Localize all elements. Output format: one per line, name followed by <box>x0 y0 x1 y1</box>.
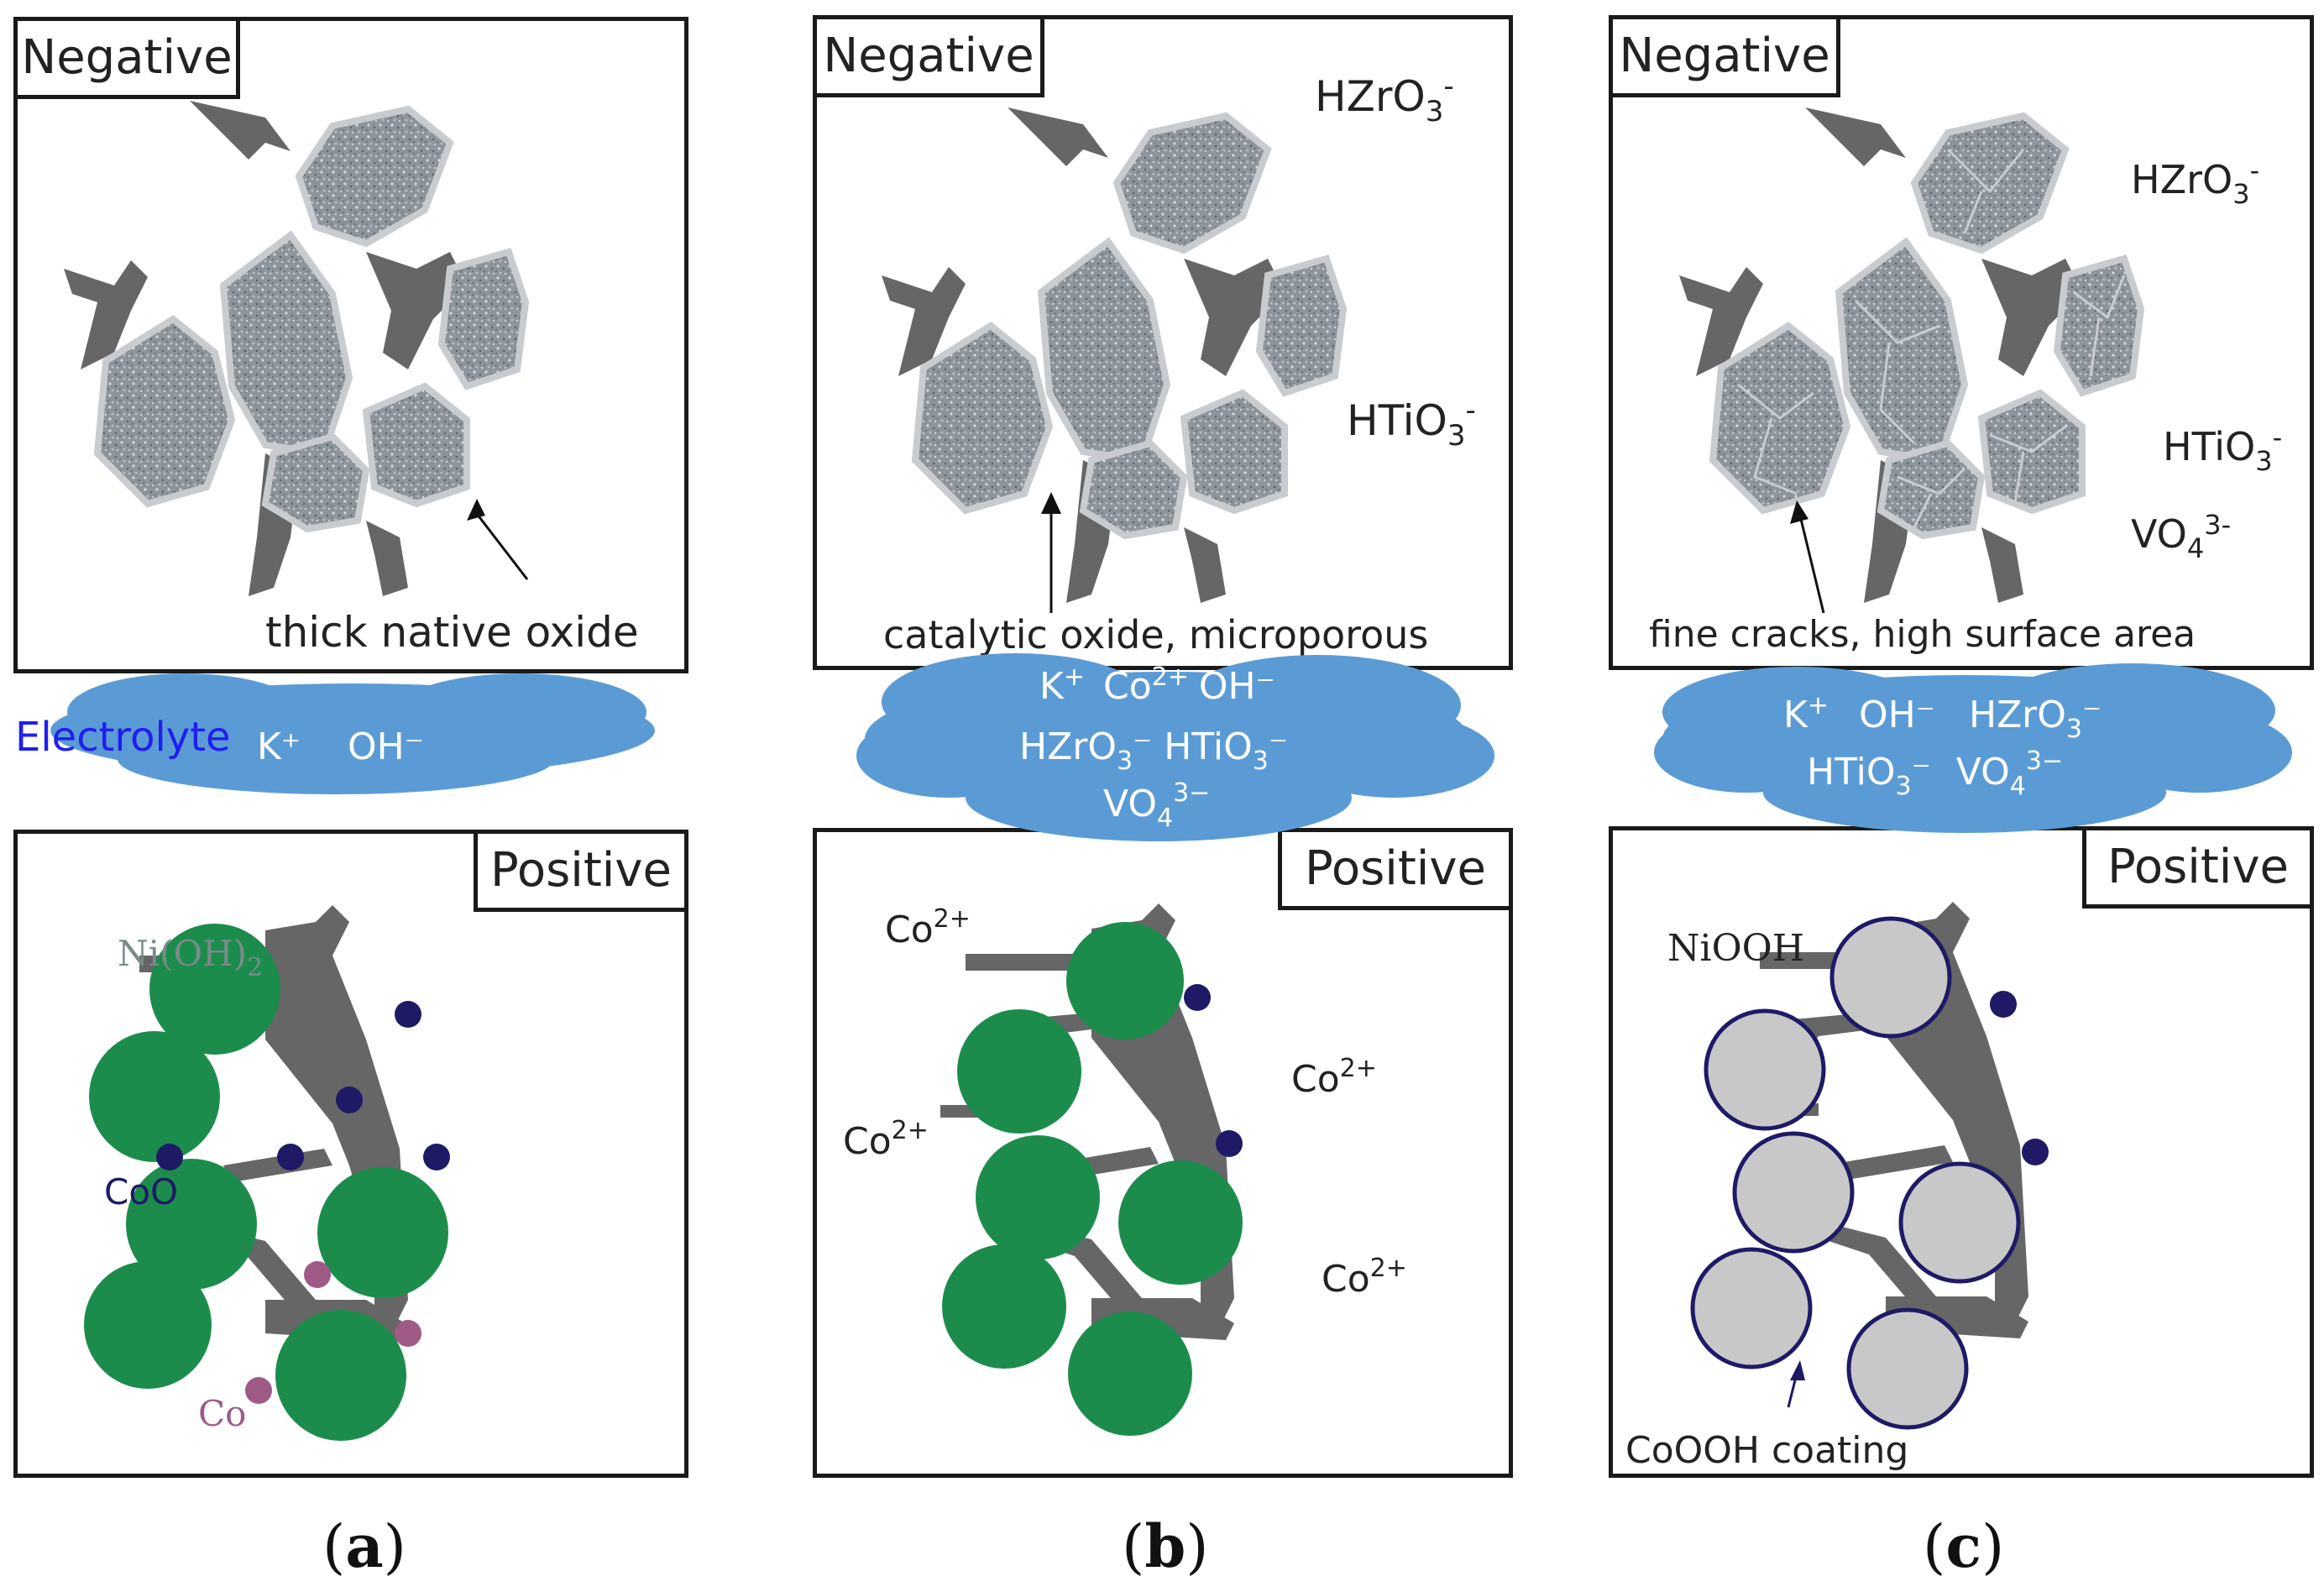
niooh-particle <box>1829 916 1952 1039</box>
co2-label-3: Co2+ <box>843 1116 929 1163</box>
negative-label-a: Negative <box>13 17 240 99</box>
co2-label-1: Co2+ <box>885 904 971 951</box>
cloud-line1-c: K+OH⁻HZrO3⁻ <box>1783 691 2102 744</box>
nioh2-particle <box>149 924 280 1055</box>
nioh2-particle <box>957 1009 1081 1134</box>
nioh2-particle <box>1066 922 1184 1040</box>
co-label: Co <box>198 1393 246 1434</box>
niooh-particle <box>1732 1131 1855 1254</box>
positive-label-b: Positive <box>1278 828 1513 910</box>
co2-label-2: Co2+ <box>1291 1054 1377 1101</box>
electrolyte-cloud-c <box>1654 663 2292 833</box>
annotation-arrow-a <box>475 513 529 580</box>
caption-a: (a) <box>322 1511 406 1581</box>
cloud-line3-b: VO43− <box>1103 778 1210 833</box>
cloud-line1-b: K+Co2+OH⁻ <box>1039 662 1275 708</box>
nioh2-particle <box>317 1167 448 1298</box>
annotation-text-c: fine cracks, high surface area <box>1649 613 2196 656</box>
annotation-text-b: catalytic oxide, microporous <box>883 612 1428 657</box>
nioh2-particle <box>976 1135 1100 1259</box>
electrolyte-cloud-a <box>50 673 655 794</box>
niooh-particle <box>1898 1161 2021 1284</box>
arrowhead-a <box>467 499 485 521</box>
coo-particle <box>156 1144 183 1170</box>
positive-structure-b <box>940 903 1243 1436</box>
nioh2-particle <box>89 1031 220 1162</box>
coo-particle <box>1216 1130 1243 1157</box>
co-particle <box>304 1261 331 1288</box>
fine-cracks <box>1737 148 2126 528</box>
cloud-line2-c: HTiO3⁻VO43− <box>1807 746 2063 801</box>
co-particle <box>395 1320 421 1347</box>
nioh2-particle <box>1068 1312 1192 1436</box>
caption-b: (b) <box>1122 1511 1209 1581</box>
htio3-label-c: HTiO3- <box>2163 422 2282 477</box>
coo-particle <box>423 1144 450 1170</box>
coo-label: CoO <box>104 1171 178 1212</box>
coo-particle <box>1184 984 1211 1011</box>
arrowhead-c <box>1790 500 1808 524</box>
negative-label-b: Negative <box>813 15 1044 97</box>
electrolyte-cloud-b <box>856 653 1494 841</box>
cloud-oh-a: OH⁻ <box>348 725 424 768</box>
niooh-particle <box>1846 1307 1969 1430</box>
nioh2-particle <box>84 1261 212 1389</box>
coating-arrowhead <box>1790 1360 1805 1380</box>
nioh2-particle <box>1118 1160 1243 1285</box>
particles-cluster-b <box>882 107 1343 603</box>
hzro3-label-c: HZrO3- <box>2131 154 2259 210</box>
cooh-dot <box>2022 1139 2049 1165</box>
nioh2-particle <box>275 1310 406 1441</box>
positive-structure-a <box>84 905 450 1441</box>
coating-label: CoOOH coating <box>1625 1429 1908 1472</box>
co-particle <box>245 1377 272 1404</box>
arrowhead-b <box>1041 492 1061 514</box>
nioh2-particle <box>942 1244 1066 1369</box>
niooh-particle <box>1690 1247 1813 1369</box>
htio3-label-b: HTiO3- <box>1347 394 1476 453</box>
vo4-label-c: VO43- <box>2131 509 2231 564</box>
cooh-dot <box>1990 991 2017 1018</box>
annotation-text-a: thick native oxide <box>265 608 639 657</box>
coo-particle <box>277 1144 304 1170</box>
coo-particle <box>395 1001 421 1028</box>
nioh2-particle <box>126 1159 257 1290</box>
positive-label-c: Positive <box>2082 826 2314 909</box>
electrolyte-label: Electrolyte <box>15 714 231 761</box>
caption-c: (c) <box>1923 1511 2004 1581</box>
particles-cluster-a <box>64 101 526 596</box>
niooh-particle <box>1704 1008 1826 1131</box>
particles-cluster-c <box>1679 107 2141 603</box>
niooh-label: NiOOH <box>1667 927 1804 970</box>
coo-particle <box>336 1087 363 1113</box>
negative-label-c: Negative <box>1609 15 1840 97</box>
positive-label-a: Positive <box>474 830 688 912</box>
positive-structure-c <box>1690 902 2049 1430</box>
co2-label-4: Co2+ <box>1322 1254 1407 1301</box>
hzro3-label-b: HZrO3- <box>1315 70 1454 128</box>
cloud-k-a: K⁺ <box>257 725 301 768</box>
annotation-arrow-c <box>1798 515 1825 614</box>
cloud-line2-b: HZrO3⁻HTiO3⁻ <box>1019 725 1288 776</box>
nioh2-label: Ni(OH)2 <box>118 933 263 982</box>
